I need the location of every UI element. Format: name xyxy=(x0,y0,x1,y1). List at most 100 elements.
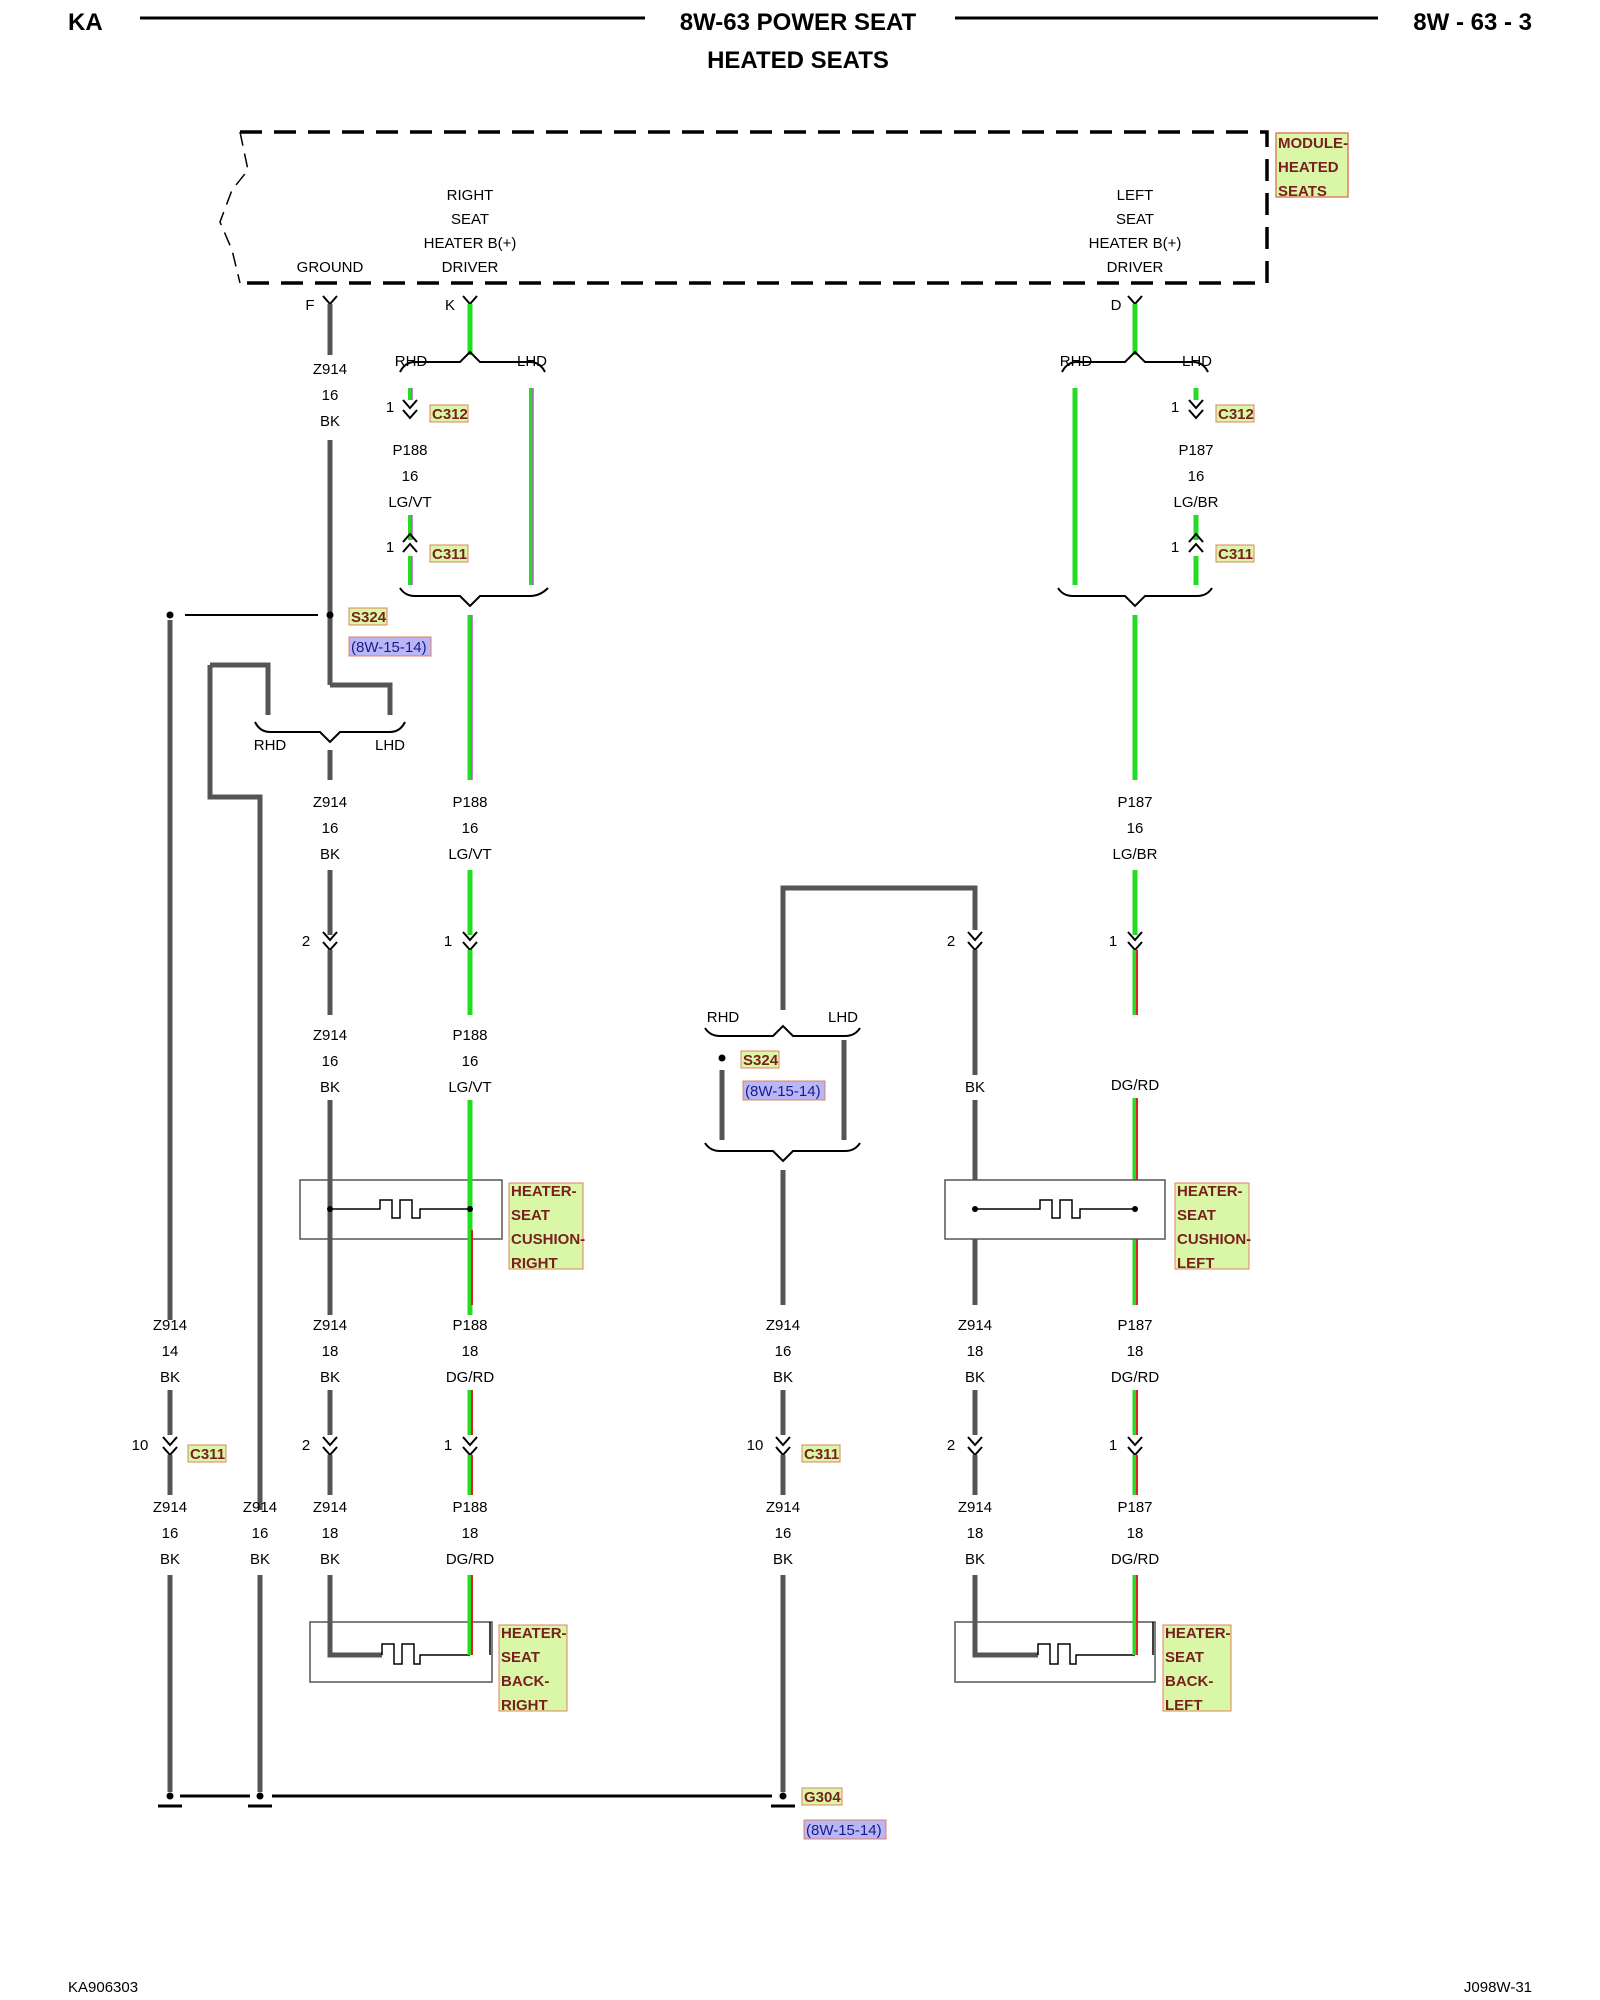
left-driver-3: HEATER B(+) xyxy=(1089,235,1182,252)
wire-p188-a-2: 16 xyxy=(402,468,419,485)
wire-p187-a-1: P187 xyxy=(1178,442,1213,459)
wire-z914-j-3: BK xyxy=(773,1551,793,1568)
wire-p187-d-1: P187 xyxy=(1117,1317,1152,1334)
wire-z914-b-1: Z914 xyxy=(313,794,347,811)
pin2-left-b: 2 xyxy=(947,1437,955,1454)
center-ground-loop xyxy=(780,885,978,1010)
right-driver-3: HEATER B(+) xyxy=(424,235,517,252)
wire-z914-d-3: BK xyxy=(160,1369,180,1386)
cushion-right-tag-box xyxy=(508,1182,584,1270)
center-s324-tag-box xyxy=(740,1050,780,1069)
wire-z914-k-2: 18 xyxy=(967,1343,984,1360)
wire-p187-a-2: 16 xyxy=(1188,468,1205,485)
c311-center-tag-box xyxy=(801,1444,841,1463)
c311-r-tag-box xyxy=(429,544,469,563)
wire-p187-d-2: 18 xyxy=(1127,1343,1144,1360)
footer-right: J098W-31 xyxy=(1464,1979,1532,1996)
pin-k-connector xyxy=(462,295,478,306)
wire-p188-e-1: P188 xyxy=(452,1499,487,1516)
wire-p187-a-3: LG/BR xyxy=(1173,494,1218,511)
c312-r-pin: 1 xyxy=(386,399,394,416)
s324-ref: (8W-15-14) xyxy=(351,639,427,656)
wire-z914-a-1: Z914 xyxy=(313,361,347,378)
page-title: 8W-63 POWER SEAT xyxy=(680,9,917,36)
pin1-p187-b: 1 xyxy=(1109,1437,1117,1454)
c311-right-tag: C311 xyxy=(432,546,467,563)
wire-z914-i-3: BK xyxy=(773,1369,793,1386)
wire-z914-h-1: Z914 xyxy=(313,1499,347,1516)
p187-upper xyxy=(1061,304,1209,585)
wire-p187-b-3: LG/BR xyxy=(1112,846,1157,863)
wire-z914-d-1: Z914 xyxy=(153,1317,187,1334)
wire-z914-f-1: Z914 xyxy=(153,1499,187,1516)
back-left-1: HEATER- xyxy=(1165,1625,1231,1642)
c311-l-pin: 1 xyxy=(1171,539,1179,556)
wire-z914-j-1: Z914 xyxy=(766,1499,800,1516)
module-heated-seats: MODULE- HEATED SEATS RIGHT SEAT HEATER B… xyxy=(219,130,1349,285)
c311-l-tag-box xyxy=(1215,544,1255,563)
c312-right-tag: C312 xyxy=(432,406,468,423)
pin-k: K xyxy=(445,297,455,314)
heater-cushion-right xyxy=(299,1160,503,1305)
ground-lhd: LHD xyxy=(375,737,405,754)
pin1-p187: 1 xyxy=(1109,933,1117,950)
conn-z914-b xyxy=(322,1436,338,1457)
wire-p188-d-2: 18 xyxy=(462,1343,479,1360)
splice-s324-dot xyxy=(326,611,334,619)
pin-f: F xyxy=(305,297,314,314)
back-left-4: LEFT xyxy=(1165,1697,1203,1714)
cushion-left-2: SEAT xyxy=(1177,1207,1216,1224)
c311-left-tag: C311 xyxy=(190,1446,225,1463)
module-name-3: SEATS xyxy=(1278,183,1327,200)
wire-z914-h-2: 18 xyxy=(322,1525,339,1542)
back-left-3: BACK- xyxy=(1165,1673,1213,1690)
wire-z914-l-2: 18 xyxy=(967,1525,984,1542)
wire-p187-e-2: 18 xyxy=(1127,1525,1144,1542)
wire-z914-c-1: Z914 xyxy=(313,1027,347,1044)
center-s324-tag: S324 xyxy=(743,1052,779,1069)
right-driver-2: SEAT xyxy=(451,211,489,228)
wire-z914-h-3: BK xyxy=(320,1551,340,1568)
pin1-p188-b: 1 xyxy=(444,1437,452,1454)
right-driver-1: RIGHT xyxy=(447,187,494,204)
module-name-2: HEATED xyxy=(1278,159,1339,176)
p187-merge-brace xyxy=(1057,587,1213,608)
wire-z914-f-2: 16 xyxy=(162,1525,179,1542)
center-lhd: LHD xyxy=(828,1009,858,1026)
left-driver-1: LEFT xyxy=(1117,187,1154,204)
wire-z914-g-3: BK xyxy=(250,1551,270,1568)
back-right-tag-box xyxy=(498,1624,568,1712)
heater-back-left xyxy=(954,1575,1156,1683)
left-driver-4: DRIVER xyxy=(1107,259,1164,276)
wire-z914-e-1: Z914 xyxy=(313,1317,347,1334)
ground-rhd: RHD xyxy=(254,737,287,754)
wire-z914-b-3: BK xyxy=(320,846,340,863)
conn-p188-b xyxy=(462,1436,478,1457)
c312-r-tag-box xyxy=(429,404,469,423)
cushion-left-1: HEATER- xyxy=(1177,1183,1243,1200)
center-ref: (8W-15-14) xyxy=(745,1083,821,1100)
center-rhd-lhd-brace xyxy=(704,1024,861,1037)
back-right-4: RIGHT xyxy=(501,1697,548,1714)
g304-ref-box xyxy=(803,1819,887,1840)
back-right-3: BACK- xyxy=(501,1673,549,1690)
wire-z914-a-3: BK xyxy=(320,413,340,430)
cushion-left-3: CUSHION- xyxy=(1177,1231,1251,1248)
back-right-2: SEAT xyxy=(501,1649,540,1666)
p188-upper xyxy=(399,304,546,585)
wire-z914-k-1: Z914 xyxy=(958,1317,992,1334)
cushion-right-2: SEAT xyxy=(511,1207,550,1224)
wire-z914-i-1: Z914 xyxy=(766,1317,800,1334)
wire-p188-b-2: 16 xyxy=(462,820,479,837)
cushion-left-tag-box xyxy=(1174,1182,1250,1270)
ground-label: GROUND xyxy=(297,259,364,276)
pin2-b: 2 xyxy=(302,1437,310,1454)
wire-p188-e-2: 18 xyxy=(462,1525,479,1542)
s324-tag-box xyxy=(348,607,388,626)
wire-z914-c-2: 16 xyxy=(322,1053,339,1070)
page-number: 8W - 63 - 3 xyxy=(1413,9,1532,36)
p187-lhd: LHD xyxy=(1182,353,1212,370)
c312-left-connector xyxy=(1188,399,1204,420)
wire-p187-b-1: P187 xyxy=(1117,794,1152,811)
